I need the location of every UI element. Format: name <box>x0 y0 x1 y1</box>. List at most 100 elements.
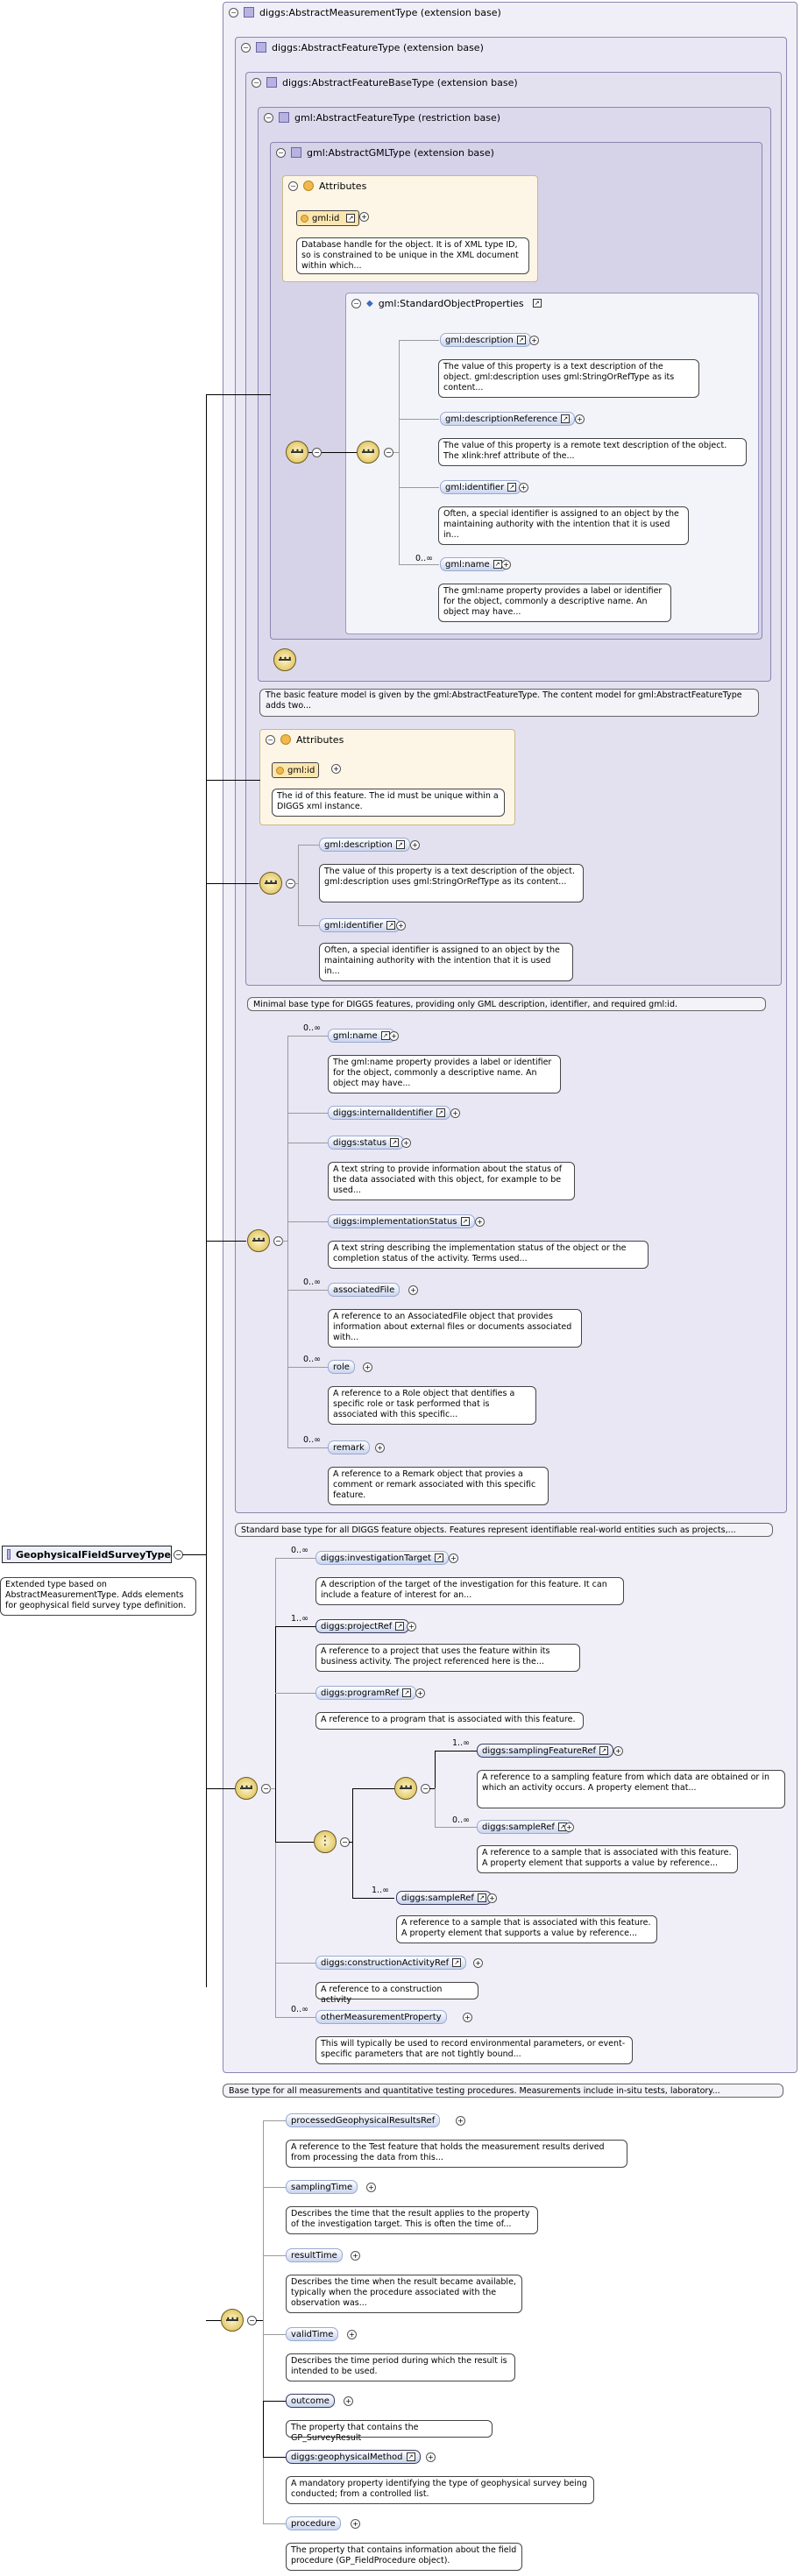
external-link-icon[interactable]: ↗ <box>477 1893 486 1902</box>
element-gml-description-reference[interactable]: gml:descriptionReference↗ <box>440 412 576 426</box>
external-link-icon[interactable]: ↗ <box>436 1108 445 1117</box>
element-gml-identifier[interactable]: gml:identifier↗ <box>440 480 522 494</box>
sequence-compositor-icon[interactable] <box>259 872 282 895</box>
expand-icon[interactable]: + <box>529 336 539 345</box>
element-diggs-status[interactable]: diggs:status↗ <box>328 1136 405 1150</box>
element-procedure[interactable]: procedure <box>286 2516 341 2530</box>
expand-icon[interactable]: + <box>463 2013 472 2022</box>
external-link-icon[interactable]: ↗ <box>395 1622 405 1631</box>
external-link-icon[interactable]: ↗ <box>561 414 571 423</box>
element-processed-geophysical-results-ref[interactable]: processedGeophysicalResultsRef <box>286 2113 441 2127</box>
element-diggs-sampling-feature-ref[interactable]: diggs:samplingFeatureRef↗ <box>477 1744 614 1758</box>
sequence-compositor-icon[interactable] <box>394 1777 417 1800</box>
expand-icon[interactable]: + <box>389 1031 399 1041</box>
doc-annotation: The value of this property is a text des… <box>319 864 584 902</box>
element-valid-time[interactable]: validTime <box>286 2327 339 2341</box>
element-sampling-time[interactable]: samplingTime <box>286 2180 358 2194</box>
element-diggs-construction-activity-ref[interactable]: diggs:constructionActivityRef↗ <box>315 1956 467 1970</box>
collapse-toggle-icon[interactable]: − <box>266 734 275 745</box>
external-link-icon[interactable]: ↗ <box>346 214 356 223</box>
external-link-icon[interactable]: ↗ <box>390 1138 400 1147</box>
external-link-icon[interactable]: ↗ <box>406 2452 415 2461</box>
element-diggs-implementation-status[interactable]: diggs:implementationStatus↗ <box>328 1214 475 1228</box>
element-gml-name[interactable]: gml:name↗ <box>328 1029 395 1043</box>
expand-icon[interactable]: + <box>475 1217 485 1227</box>
sequence-compositor-icon[interactable] <box>357 441 379 464</box>
expand-icon[interactable]: + <box>351 2519 360 2529</box>
collapse-toggle-icon[interactable]: − <box>229 7 238 18</box>
element-diggs-internal-identifier[interactable]: diggs:internalIdentifier↗ <box>328 1106 450 1120</box>
external-link-icon[interactable]: ↗ <box>507 483 517 492</box>
expand-icon[interactable]: + <box>366 2183 376 2192</box>
expand-icon[interactable]: + <box>613 1746 623 1756</box>
sequence-compositor-icon[interactable] <box>273 648 296 671</box>
element-diggs-project-ref[interactable]: diggs:projectRef↗ <box>315 1619 410 1633</box>
sequence-compositor-icon[interactable] <box>221 2309 244 2332</box>
expand-icon[interactable]: + <box>407 1622 416 1631</box>
expand-icon[interactable]: + <box>575 414 585 424</box>
element-diggs-sample-ref-alt[interactable]: diggs:sampleRef↗ <box>396 1891 492 1905</box>
attribute-gml-id[interactable]: gml:id↗ <box>296 210 360 226</box>
element-diggs-program-ref[interactable]: diggs:programRef↗ <box>315 1686 417 1700</box>
expand-icon[interactable]: + <box>363 1362 372 1372</box>
element-diggs-investigation-target[interactable]: diggs:investigationTarget↗ <box>315 1551 450 1565</box>
expand-icon[interactable]: + <box>396 921 406 931</box>
expand-icon[interactable]: + <box>415 1688 425 1698</box>
collapse-icon[interactable]: − <box>384 448 393 457</box>
external-link-icon[interactable]: ↗ <box>395 840 405 849</box>
element-outcome[interactable]: outcome <box>286 2394 335 2408</box>
collapse-toggle-icon[interactable]: − <box>264 112 273 123</box>
collapse-toggle-icon[interactable]: − <box>241 42 251 53</box>
expand-icon[interactable]: + <box>487 1893 497 1903</box>
expand-icon[interactable]: + <box>401 1138 411 1148</box>
collapse-icon[interactable]: − <box>312 448 322 457</box>
expand-icon[interactable]: + <box>408 1285 418 1295</box>
expand-icon[interactable]: + <box>450 1108 460 1118</box>
attribute-gml-id[interactable]: gml:id <box>272 762 320 778</box>
element-gml-description[interactable]: gml:description↗ <box>319 838 410 852</box>
expand-icon[interactable]: + <box>410 840 420 850</box>
expand-icon[interactable]: + <box>449 1553 458 1563</box>
expand-icon[interactable]: + <box>501 560 511 570</box>
element-other-measurement-property[interactable]: otherMeasurementProperty <box>315 2010 447 2024</box>
sequence-compositor-icon[interactable] <box>235 1777 258 1800</box>
element-remark[interactable]: remark <box>328 1440 370 1454</box>
expand-icon[interactable]: + <box>426 2452 436 2462</box>
collapse-toggle-icon[interactable]: − <box>288 180 298 191</box>
expand-icon[interactable]: + <box>519 483 528 492</box>
expand-icon[interactable]: + <box>351 2251 360 2261</box>
expand-icon[interactable]: + <box>473 1958 483 1968</box>
group-icon: ◆ <box>366 298 373 308</box>
expand-icon[interactable]: + <box>564 1822 574 1832</box>
element-result-time[interactable]: resultTime <box>286 2248 343 2262</box>
expand-icon[interactable]: + <box>344 2396 353 2406</box>
collapse-toggle-icon[interactable]: − <box>276 147 286 158</box>
expand-icon[interactable]: + <box>359 212 369 222</box>
element-role[interactable]: role <box>328 1360 355 1374</box>
external-link-icon[interactable]: ↗ <box>460 1217 470 1226</box>
external-link-icon[interactable]: ↗ <box>435 1553 444 1562</box>
expand-icon[interactable]: + <box>375 1443 385 1453</box>
collapse-toggle-icon[interactable]: − <box>252 77 261 88</box>
expand-icon[interactable]: + <box>347 2330 357 2339</box>
external-link-icon[interactable]: ↗ <box>516 336 526 344</box>
expand-icon[interactable]: + <box>456 2116 465 2126</box>
expand-icon[interactable]: + <box>331 764 341 774</box>
external-link-icon[interactable]: ↗ <box>402 1688 412 1697</box>
element-diggs-sample-ref[interactable]: diggs:sampleRef↗ <box>477 1820 572 1834</box>
element-gml-description[interactable]: gml:description↗ <box>440 333 531 347</box>
external-link-icon[interactable]: ↗ <box>386 921 396 930</box>
sequence-compositor-icon[interactable] <box>286 441 308 464</box>
external-link-icon[interactable]: ↗ <box>599 1746 609 1755</box>
external-link-icon[interactable]: ↗ <box>452 1958 462 1967</box>
element-gml-identifier[interactable]: gml:identifier↗ <box>319 918 401 932</box>
element-associated-file[interactable]: associatedFile <box>328 1283 400 1297</box>
choice-compositor-icon[interactable] <box>314 1830 337 1853</box>
collapse-toggle-icon[interactable]: − <box>351 298 361 308</box>
sequence-compositor-icon[interactable] <box>247 1229 270 1252</box>
root-type-geophysical-field-survey[interactable]: GeophysicalFieldSurveyType <box>2 1546 172 1563</box>
type-title: gml:AbstractGMLType (extension base) <box>307 146 494 159</box>
element-diggs-geophysical-method[interactable]: diggs:geophysicalMethod↗ <box>286 2450 421 2464</box>
external-link-icon[interactable]: ↗ <box>532 299 542 308</box>
element-gml-name[interactable]: gml:name↗ <box>440 557 507 571</box>
